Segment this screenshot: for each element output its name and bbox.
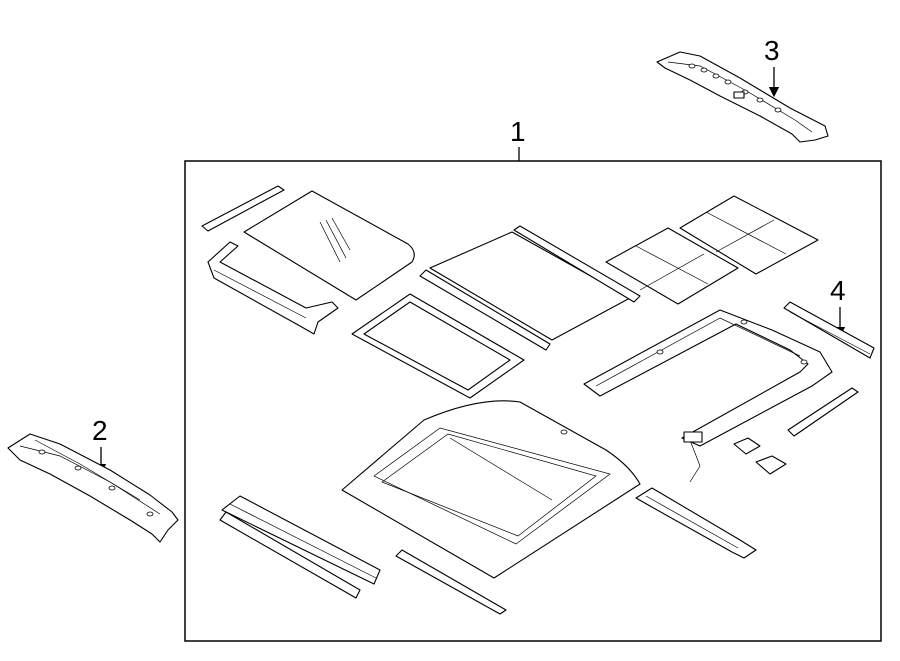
glass-frame [351, 293, 525, 399]
callout-1-label: 1 [510, 116, 526, 147]
motor-bracket [733, 437, 761, 455]
drive-motor [755, 455, 787, 475]
bottom-seal-strip-3 [395, 549, 507, 615]
rear-glass-panel [419, 225, 641, 351]
sunshade-front [605, 227, 739, 305]
callout-4-label: 4 [830, 275, 846, 306]
front-seal-strip [201, 185, 285, 232]
bottom-seal-strip-1 [221, 495, 381, 585]
rear-header-rail [656, 51, 829, 143]
callout-2-label: 2 [92, 415, 108, 446]
front-header-rail [7, 433, 179, 543]
assembly-frame [184, 160, 882, 642]
side-rail-short [787, 387, 859, 437]
glass-panel [243, 190, 415, 301]
sunroof-frame-assembly [583, 309, 833, 483]
side-drain-strip [783, 301, 875, 359]
roof-panel [341, 400, 641, 579]
callout-3-label: 3 [764, 35, 780, 66]
wind-deflector [207, 241, 339, 335]
rear-cross-bracket [635, 487, 757, 559]
sunshade-rear [679, 195, 819, 275]
bottom-seal-strip-2 [219, 511, 361, 599]
